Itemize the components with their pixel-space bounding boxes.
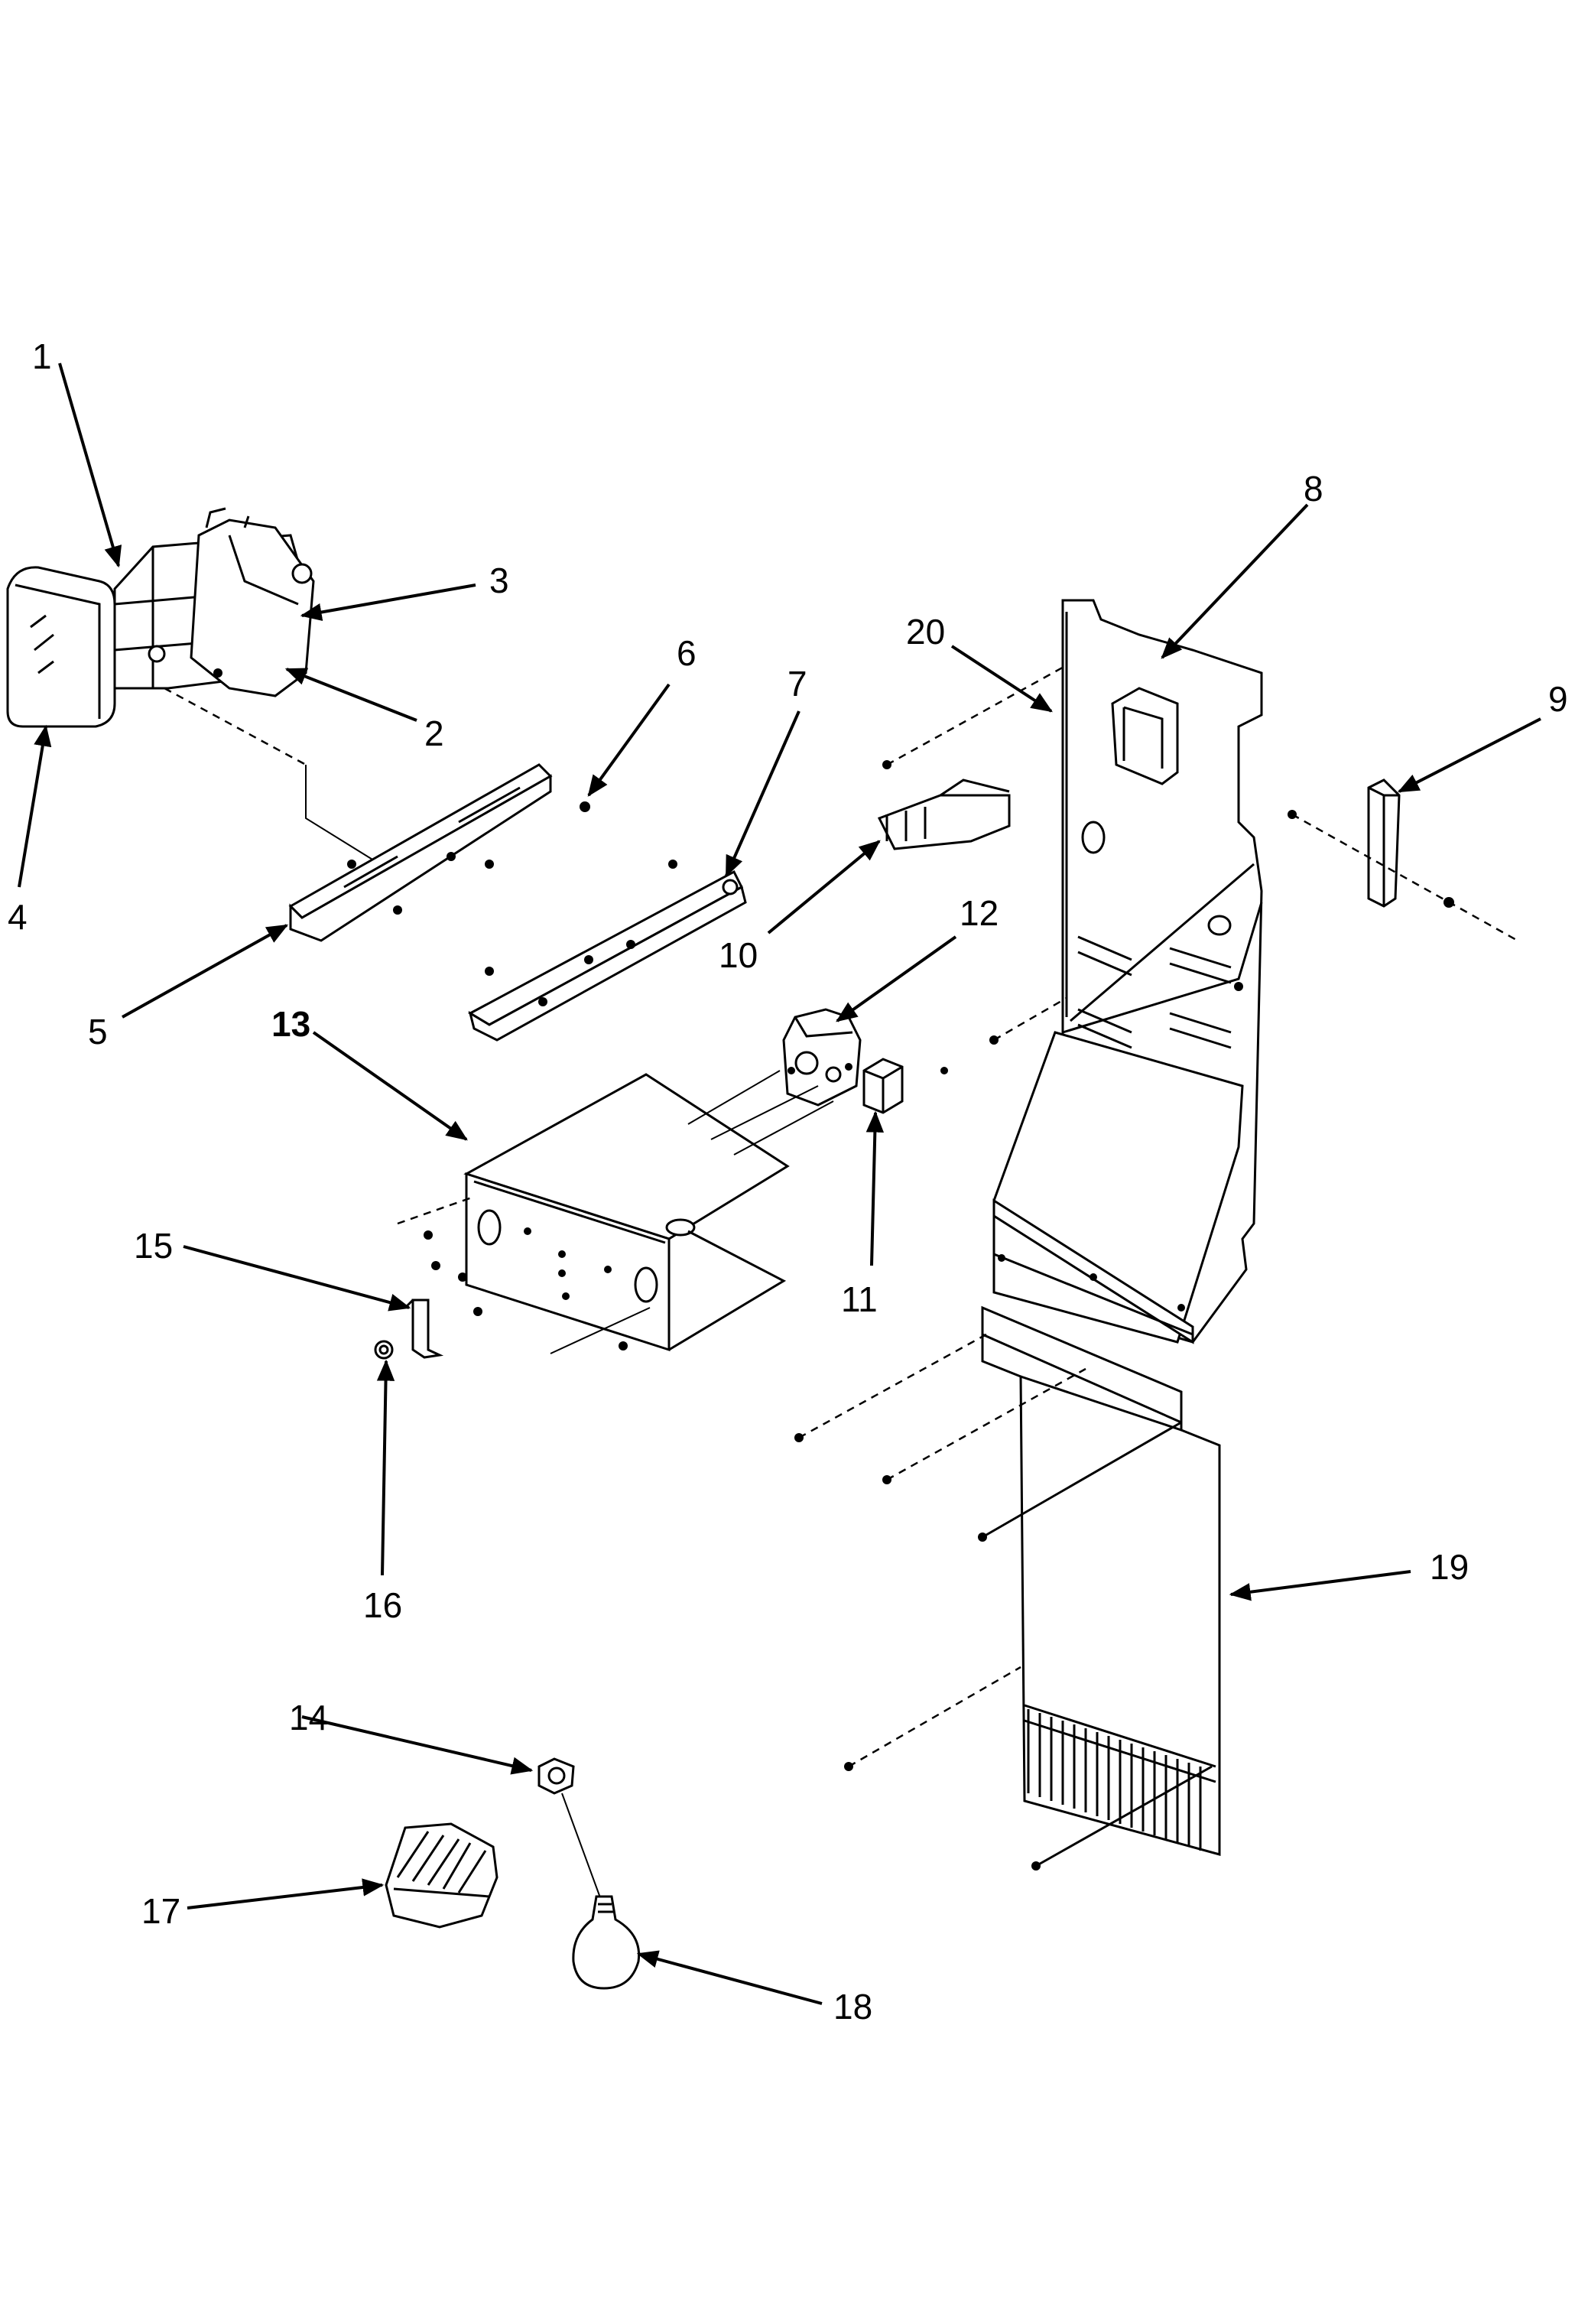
label-part-17: 17 [141,1891,180,1931]
label-part-12: 12 [960,893,999,933]
label-part-6: 6 [677,633,697,673]
label-part-9: 9 [1548,679,1568,719]
label-part-11: 11 [841,1279,878,1319]
nut-part-16 [374,1340,394,1360]
label-part-4: 4 [8,897,28,937]
ice-maker-rail [288,763,553,942]
label-part-1: 1 [32,336,52,376]
control-housing-part-13 [397,1070,834,1354]
label-part-5: 5 [88,1012,108,1051]
bracket-part-9 [1288,778,1518,942]
label-part-19: 19 [1430,1547,1469,1587]
label-part-16: 16 [363,1585,402,1625]
label-part-8: 8 [1304,469,1323,509]
label-part-7: 7 [788,664,807,704]
part-labels: 1 2 3 4 5 6 7 8 9 10 11 12 13 14 15 16 1… [8,336,1568,2027]
label-part-2: 2 [424,713,444,753]
light-shield-part-17 [385,1822,498,1929]
ice-maker-assembly [6,507,387,869]
relay-part-11 [862,1058,948,1114]
mounting-bracket-rail [467,860,747,1042]
lamp-socket-part-14 [537,1757,605,1909]
label-part-3: 3 [489,561,509,600]
air-duct-part-10 [877,778,1011,850]
label-part-10: 10 [719,935,758,975]
label-part-20: 20 [906,612,945,652]
clip-part-15 [404,1299,444,1359]
label-part-14: 14 [289,1698,328,1737]
leader-lines [18,362,1541,2005]
label-part-15: 15 [134,1226,173,1266]
auger-motor-part-12 [782,1008,862,1107]
light-bulb-part-18 [572,1895,641,1990]
screw-part-6 [580,801,590,812]
label-part-13: 13 [271,1004,310,1044]
back-panel-part-20 [882,599,1263,1344]
lower-panel-part-19 [794,1305,1221,1871]
label-part-18: 18 [833,1987,872,2027]
